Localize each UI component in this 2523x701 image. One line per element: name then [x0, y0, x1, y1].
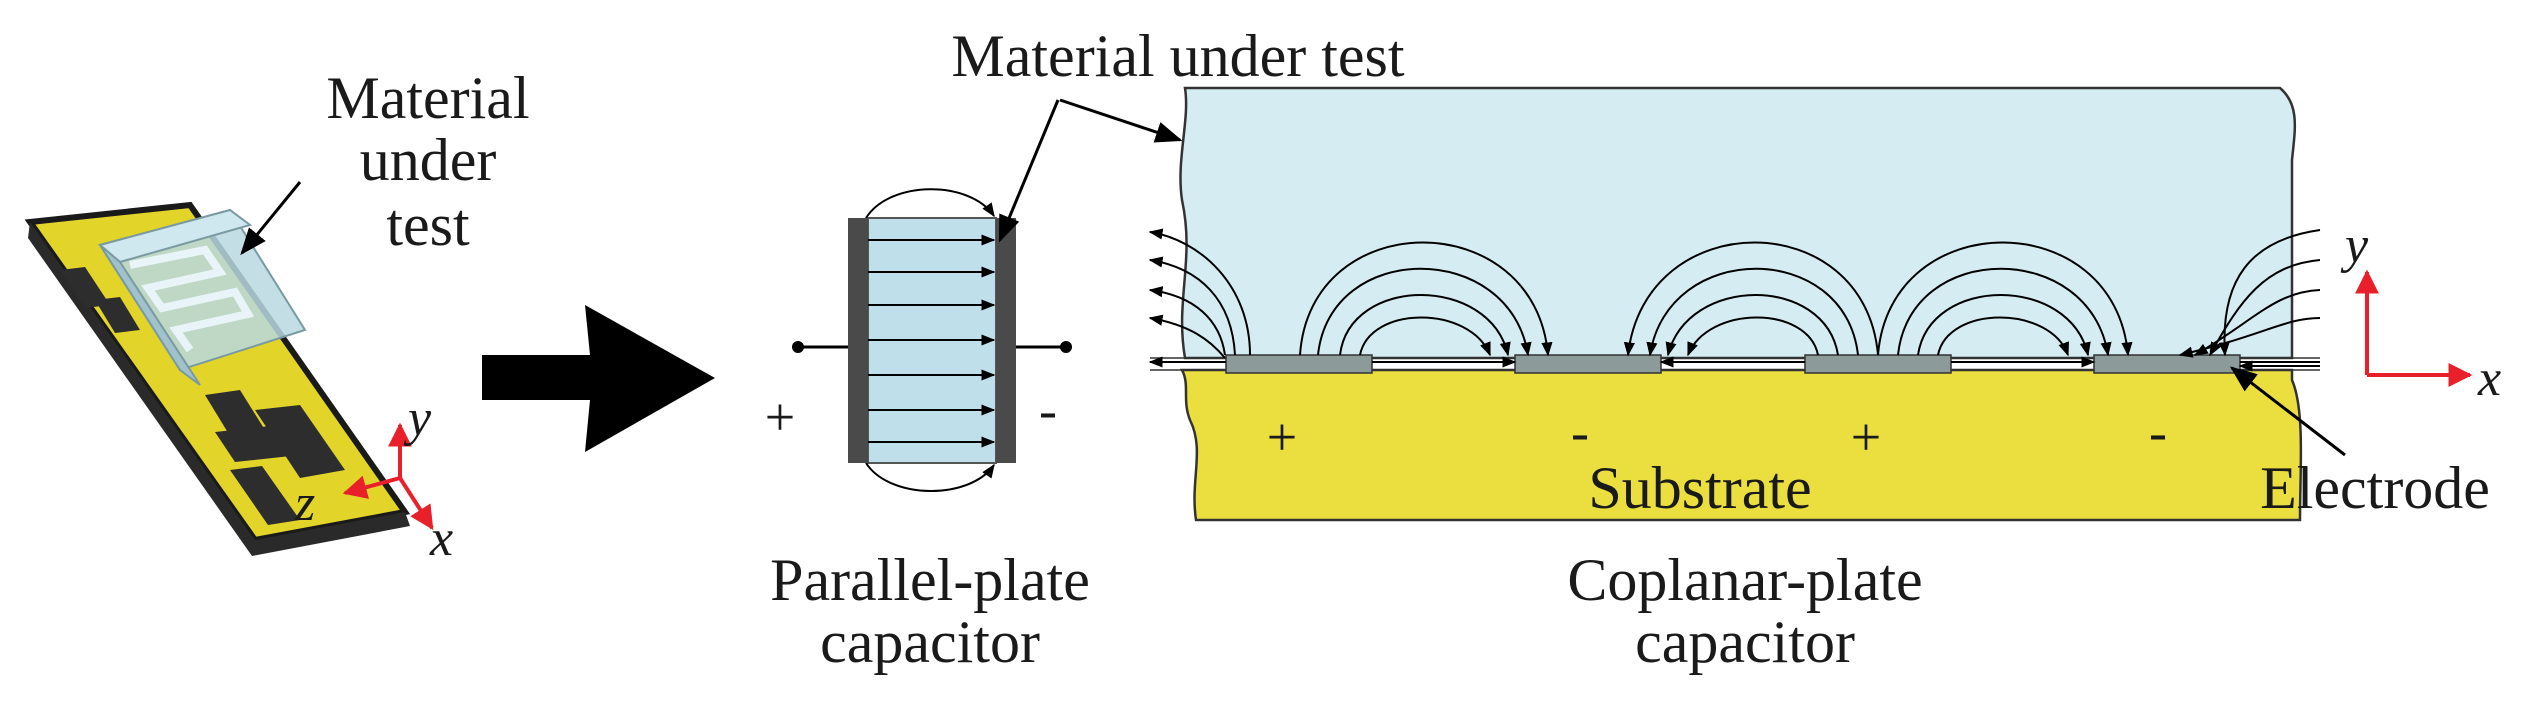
- coplanar-sign-1: +: [1267, 407, 1297, 467]
- coplanar-axes: [2355, 269, 2473, 387]
- coplanar-electrode-pointer: [2229, 366, 2346, 457]
- sensor-axis-y-label: y: [403, 390, 432, 447]
- sensor-panel: Material under test y z x: [24, 65, 530, 567]
- parallel-plate-capacitor: + - Parallel-plate capacitor: [765, 99, 1090, 675]
- parallel-minus-sign: -: [1039, 380, 1057, 440]
- sensor-axis-z-label: z: [294, 475, 315, 532]
- parallel-plus-sign: +: [765, 387, 795, 447]
- coplanar-substrate-label: Substrate: [1588, 455, 1811, 521]
- sensor-traces: [60, 267, 345, 525]
- parallel-field-lines: [868, 234, 996, 448]
- sensor-mut-pointer: [240, 181, 302, 256]
- parallel-fringe-bottom: [865, 462, 995, 492]
- coplanar-mut-label: Material under test: [951, 23, 1404, 89]
- coplanar-electrode-1: [1225, 354, 1373, 374]
- parallel-terminal-left: [792, 341, 804, 353]
- parallel-plate-left: [848, 218, 868, 463]
- coplanar-sign-4: -: [2149, 402, 2167, 462]
- mut-pointer-coplanar: [1059, 98, 1183, 143]
- parallel-plate-right: [996, 218, 1016, 463]
- sensor-mut-label-line3: test: [386, 192, 470, 258]
- mut-pointer-parallel: [998, 99, 1060, 243]
- coplanar-electrode-2: [1514, 354, 1662, 374]
- coplanar-field-lines: [1148, 228, 2321, 372]
- coplanar-axis-x-label: x: [2477, 350, 2501, 407]
- coplanar-sign-3: +: [1851, 407, 1881, 467]
- coplanar-electrode-3: [1804, 354, 1952, 374]
- coplanar-electrode-label: Electrode: [2260, 455, 2490, 521]
- sensor-axis-x-label: x: [429, 510, 453, 567]
- sensor-board-edge: [28, 222, 410, 556]
- sensor-axes: [342, 422, 434, 531]
- coplanar-electrode-4: [2093, 354, 2241, 374]
- parallel-caption-line2: capacitor: [820, 609, 1040, 675]
- coplanar-mut-region: [1179, 86, 2297, 360]
- sensor-mut-label-line1: Material: [326, 65, 529, 131]
- coplanar-sign-2: -: [1571, 402, 1589, 462]
- coplanar-plate-capacitor: Material under test + - + - Substrate El…: [951, 23, 2501, 675]
- coplanar-caption-line1: Coplanar-plate: [1567, 547, 1922, 613]
- parallel-fringe-top: [865, 188, 995, 219]
- coplanar-electrodes: [1225, 354, 2241, 374]
- coplanar-substrate: [1179, 368, 2303, 522]
- parallel-caption-line1: Parallel-plate: [770, 547, 1090, 613]
- coplanar-caption-line2: capacitor: [1635, 609, 1855, 675]
- transition-arrow: [482, 305, 715, 452]
- sensor-mut-label-line2: under: [360, 127, 497, 193]
- coplanar-axis-y-label: y: [2340, 217, 2369, 274]
- parallel-terminal-right: [1060, 341, 1072, 353]
